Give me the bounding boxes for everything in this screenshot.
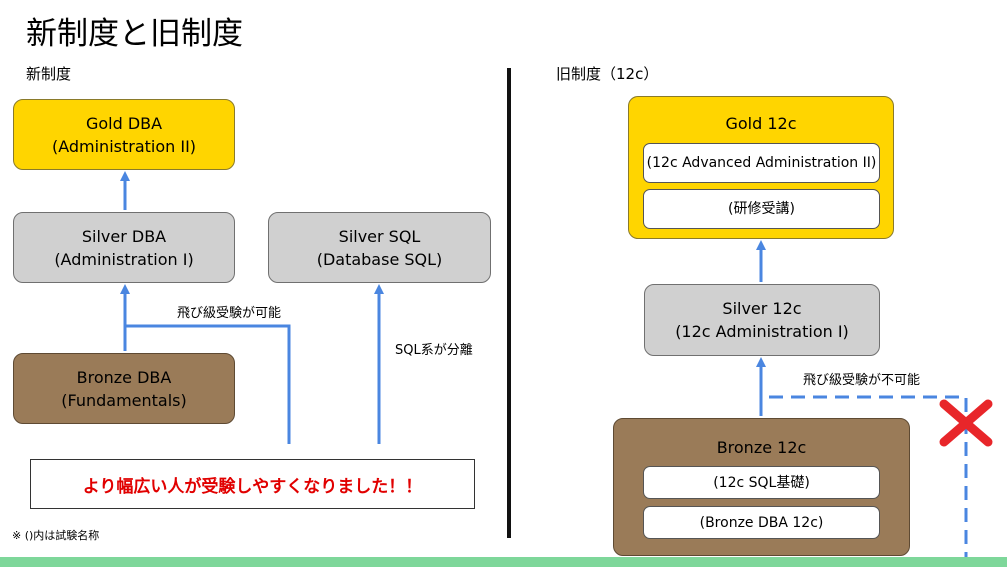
footnote: ※ ()内は試験名称 [12, 529, 100, 542]
old-gold-req2: (研修受講) [643, 189, 880, 229]
cross-icon [939, 399, 993, 447]
new-sql-note: SQL系が分離 [395, 343, 473, 358]
blocked-skip-path-line [769, 395, 968, 557]
old-bronze-req1: (12c SQL基礎) [643, 466, 880, 499]
new-silver-sql-box: Silver SQL (Database SQL) [268, 212, 491, 283]
old-silver-box: Silver 12c (12c Administration I) [644, 284, 880, 356]
new-silver-dba-box: Silver DBA (Administration I) [13, 212, 235, 283]
new-gold-name: Gold DBA [85, 113, 163, 133]
new-bronze-dba-box: Bronze DBA (Fundamentals) [13, 353, 235, 424]
new-bronze-exam: (Fundamentals) [61, 390, 187, 410]
old-silver-exam: (12c Administration I) [675, 322, 849, 341]
banner: より幅広い人が受験しやすくなりました！！ [30, 459, 475, 509]
page-title: 新制度と旧制度 [26, 16, 243, 52]
new-gold-exam: (Administration II) [51, 136, 197, 156]
new-skip-note: 飛び級受験が可能 [177, 306, 282, 321]
skip-path-line [125, 324, 291, 444]
new-silver-sql-exam: (Database SQL) [316, 249, 443, 269]
new-gold-dba-box: Gold DBA (Administration II) [13, 99, 235, 170]
old-bronze-name: Bronze 12c [716, 438, 807, 457]
old-gold-req1: (12c Advanced Administration II) [643, 143, 880, 183]
old-bronze-req2: (Bronze DBA 12c) [643, 506, 880, 539]
new-bronze-name: Bronze DBA [76, 367, 172, 387]
section-divider [507, 68, 511, 538]
new-system-heading: 新制度 [26, 65, 72, 83]
old-silver-name: Silver 12c [722, 299, 802, 318]
old-system-heading: 旧制度（12c） [556, 65, 659, 83]
old-skip-note: 飛び級受験が不可能 [803, 373, 921, 388]
old-gold-name: Gold 12c [725, 114, 797, 133]
new-silver-exam: (Administration I) [54, 249, 194, 269]
new-silver-sql-name: Silver SQL [338, 226, 421, 246]
footer-bar [0, 557, 1007, 567]
new-silver-name: Silver DBA [81, 226, 167, 246]
